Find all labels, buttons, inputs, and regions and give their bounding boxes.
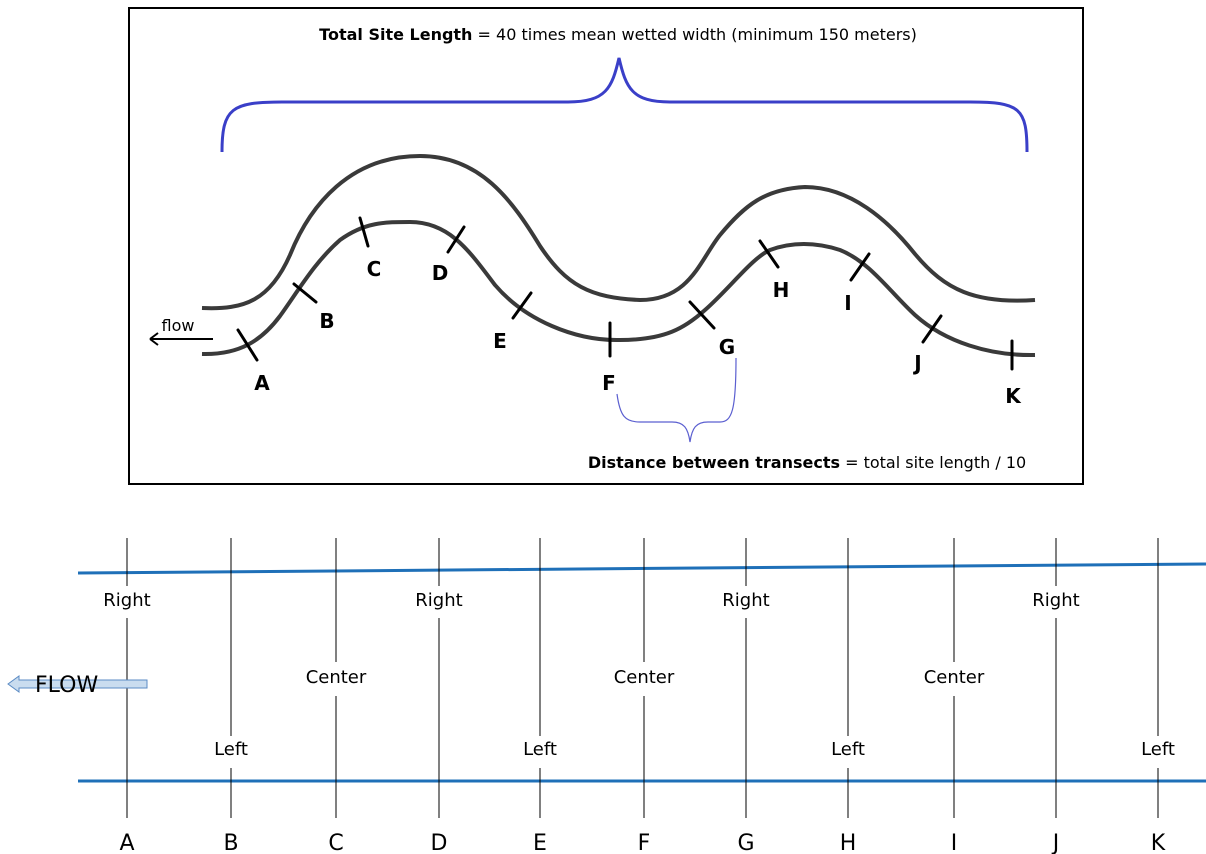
top-panel-frame: [128, 7, 1084, 485]
transect-label-d: D: [432, 261, 449, 285]
flow-arrow-head: [149, 332, 159, 346]
transect-position-c: Center: [306, 667, 367, 688]
transect-letter-a: A: [119, 831, 134, 854]
transect-letter-k: K: [1151, 831, 1166, 854]
transect-label-k: K: [1005, 384, 1022, 408]
transect-letter-i: I: [951, 831, 958, 854]
flow-label-big: FLOW: [35, 673, 98, 698]
transect-label-f: F: [602, 371, 616, 395]
distance-caption: Distance between transects = total site …: [588, 453, 1026, 472]
transect-tick-d: [446, 225, 466, 254]
transect-position-e: Left: [523, 739, 557, 760]
transect-letter-c: C: [328, 831, 343, 854]
transect-label-h: H: [773, 278, 790, 302]
transect-tick-i: [849, 252, 871, 282]
transect-letter-b: B: [223, 831, 238, 854]
transect-letter-e: E: [533, 831, 547, 854]
distance-caption-bold: Distance between transects: [588, 453, 840, 472]
transect-position-h: Left: [831, 739, 865, 760]
transect-lines: [126, 538, 1159, 818]
transect-position-i: Center: [924, 667, 985, 688]
transect-label-j: J: [912, 351, 921, 375]
transect-position-d: Right: [415, 590, 462, 611]
transect-label-e: E: [493, 329, 507, 353]
site-length-title: Total Site Length = 40 times mean wetted…: [319, 25, 917, 44]
transect-letter-labels: A B C D E F G H I J K: [119, 831, 1165, 854]
transect-position-g: Right: [722, 590, 769, 611]
bottom-panel: RightLeftCenterRightLeftCenterRightLeftC…: [7, 538, 1206, 854]
transect-tick-a: [236, 328, 259, 362]
transect-label-a: A: [254, 371, 270, 395]
transect-label-c: C: [367, 257, 382, 281]
stream-outer-bank: [201, 153, 1036, 311]
site-length-title-bold: Total Site Length: [319, 25, 472, 44]
transect-distance-brace: [616, 357, 737, 443]
transect-position-f: Center: [614, 667, 675, 688]
transect-tick-b: [292, 282, 318, 304]
transect-tick-g: [688, 300, 716, 330]
stream-inner-bank: [201, 219, 1036, 358]
transect-letter-g: G: [737, 831, 754, 854]
flow-block-arrow: [7, 675, 148, 693]
transect-position-k: Left: [1141, 739, 1175, 760]
transect-ticks: [236, 216, 1014, 371]
transect-tick-c: [358, 216, 370, 248]
transect-tick-h: [758, 239, 780, 269]
transect-label-i: I: [844, 291, 851, 315]
site-length-title-rest: = 40 times mean wetted width (minimum 15…: [472, 25, 916, 44]
transect-tick-e: [511, 291, 533, 320]
transect-position-j: Right: [1032, 590, 1079, 611]
transect-letter-d: D: [431, 831, 448, 854]
transect-letter-f: F: [638, 831, 651, 854]
transect-tick-j: [921, 314, 943, 344]
transect-position-b: Left: [214, 739, 248, 760]
transect-label-g: G: [719, 335, 735, 359]
transect-label-b: B: [319, 309, 334, 333]
transect-position-a: Right: [103, 590, 150, 611]
flow-label-small: flow: [162, 316, 195, 335]
right-bank-edge: [77, 562, 1206, 575]
top-panel: Total Site Length = 40 times mean wetted…: [128, 7, 1084, 485]
site-length-brace: [220, 57, 1029, 153]
transect-letter-j: J: [1051, 831, 1060, 854]
distance-caption-rest: = total site length / 10: [840, 453, 1026, 472]
transect-letter-h: H: [840, 831, 857, 854]
